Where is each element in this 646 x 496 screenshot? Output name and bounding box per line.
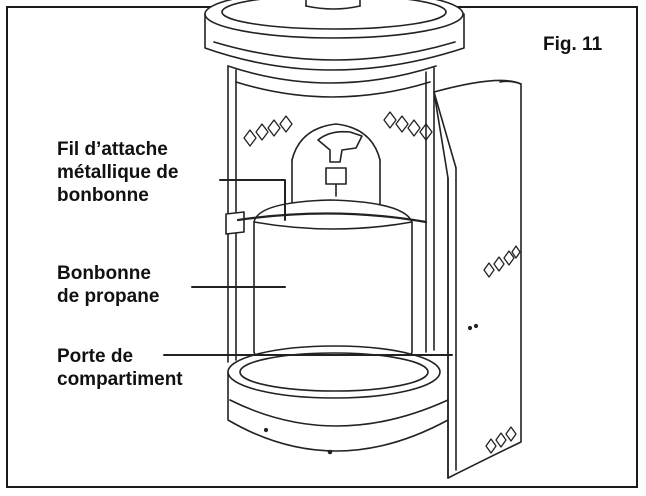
label-tank-wire-line3: bonbonne	[57, 185, 149, 206]
label-propane-tank-line2: de propane	[57, 286, 160, 307]
compartment-frame	[225, 65, 437, 363]
label-propane-tank: Bonbonne de propane	[57, 262, 159, 308]
compartment-door	[433, 79, 522, 479]
leader-lines	[163, 179, 453, 356]
label-compartment-door-line2: compartiment	[57, 369, 183, 390]
base-ring	[227, 345, 449, 455]
figure-title: Fig. 11	[543, 34, 603, 55]
label-compartment-door: Porte de compartiment	[57, 345, 183, 391]
leader-tank-wire	[219, 179, 286, 221]
label-tank-wire: Fil d’attache métallique de bonbonne	[57, 138, 178, 207]
propane-tank	[236, 123, 428, 385]
label-compartment-door-line1: Porte de	[57, 346, 134, 367]
label-tank-wire-line2: métallique de	[57, 162, 179, 183]
label-propane-tank-line1: Bonbonne	[57, 263, 151, 284]
label-tank-wire-line1: Fil d’attache	[57, 139, 168, 160]
top-cap	[204, 0, 465, 71]
